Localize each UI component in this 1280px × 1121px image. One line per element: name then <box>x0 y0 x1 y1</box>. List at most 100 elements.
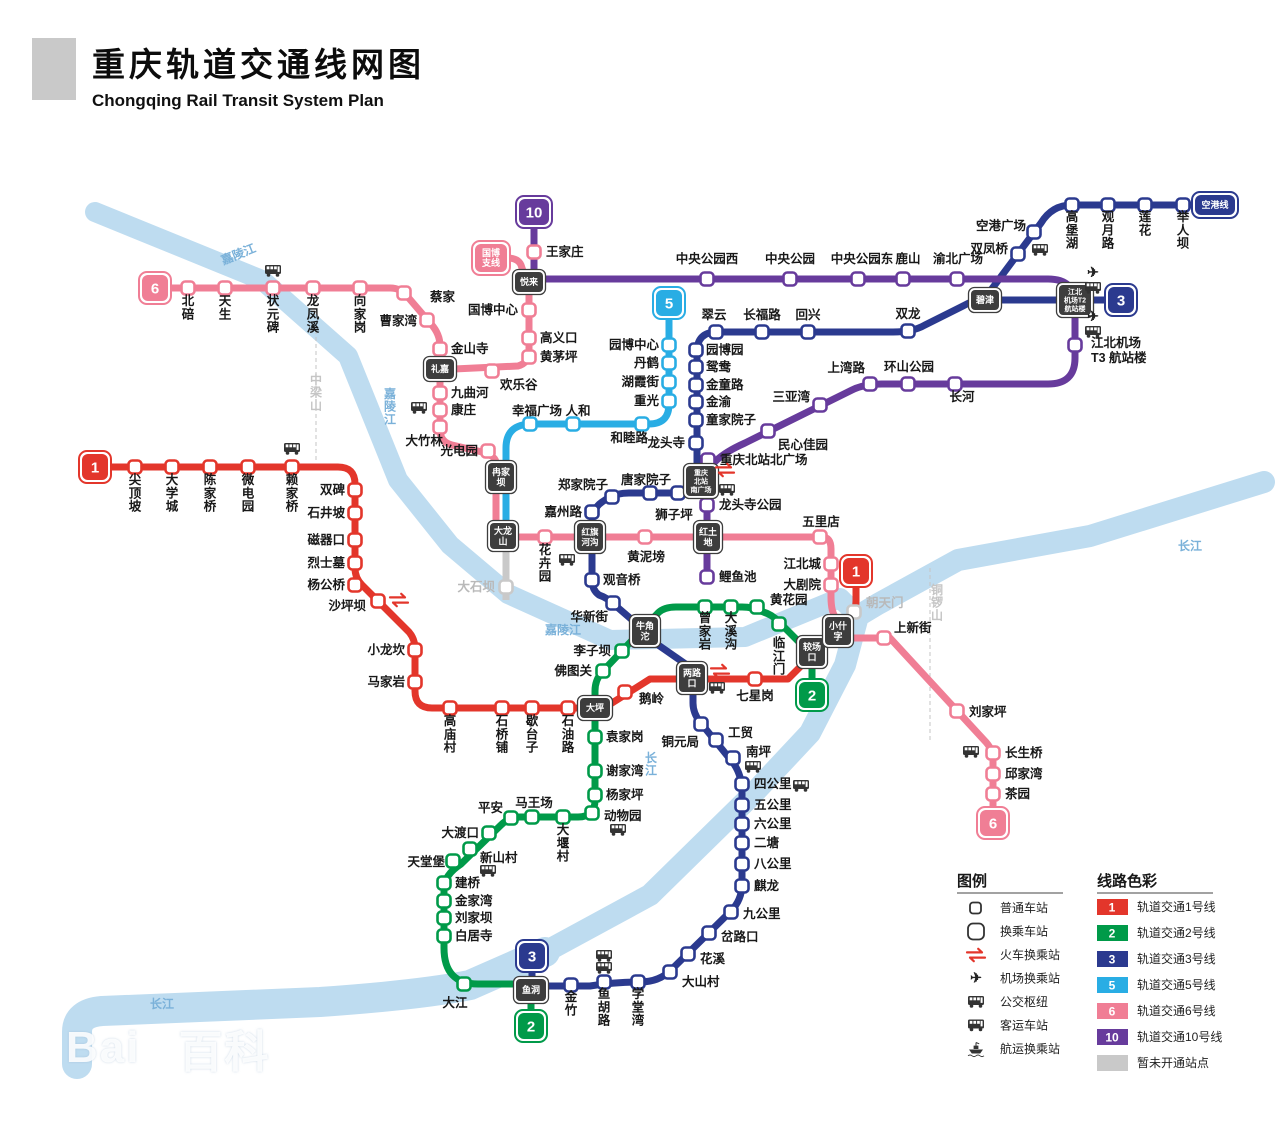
station-label: 童家院子 <box>706 412 757 427</box>
station-marker <box>812 397 828 413</box>
station-marker <box>1026 224 1042 240</box>
station-label: 高庙村 <box>444 713 457 755</box>
station-label: 佛图关 <box>553 663 592 678</box>
bus-icon <box>719 484 735 496</box>
station-marker <box>565 416 581 432</box>
station-label: 邱家湾 <box>1005 766 1043 781</box>
legend-title: 图例 <box>957 872 987 890</box>
line5-path <box>502 316 673 522</box>
line-badge-label: 空港线 <box>1201 199 1228 210</box>
station-label: 王家庄 <box>546 244 584 259</box>
station-label: 上新街 <box>894 620 932 635</box>
bus-icon <box>745 761 761 773</box>
bus-icon <box>411 402 427 414</box>
geo-label: 长江 <box>1178 538 1202 553</box>
baidu-paw-icon <box>146 1024 173 1059</box>
station-label: 刘家坝 <box>455 910 493 925</box>
station-marker <box>734 816 750 832</box>
interchange-label: 较场 <box>803 641 821 652</box>
line-color-chip <box>1097 1055 1128 1071</box>
line-color-number: 3 <box>1109 953 1116 967</box>
interchange-label: 江北 <box>1068 287 1082 296</box>
station-marker <box>699 569 715 585</box>
station-marker <box>432 385 448 401</box>
interchange-label: 沱 <box>640 630 649 641</box>
station-marker <box>522 416 538 432</box>
interchange-label: 小什 <box>828 620 847 631</box>
river-yangtze-lower <box>62 937 560 1079</box>
station-label: 幸福广场 <box>512 403 562 418</box>
station-label: 石油路 <box>561 714 575 755</box>
ship-icon <box>967 1042 985 1058</box>
interchange-boxes: 礼嘉悦来冉家坝大龙山红旗河沟红土地重庆北站南广场碧津江北机场T2航站楼牛角沱大坪… <box>422 268 1095 1005</box>
station-marker <box>560 700 576 716</box>
station-marker <box>217 280 233 296</box>
geo-label: 铜锣山 <box>931 582 943 622</box>
station-label: 中央公园西 <box>676 251 739 266</box>
line-badge <box>82 454 108 480</box>
legend-label: 轨道交通5号线 <box>1137 977 1216 992</box>
legend-label: 客运车站 <box>1000 1018 1048 1033</box>
line-badge-label: 3 <box>528 948 536 965</box>
station-marker <box>164 459 180 475</box>
bus-icon <box>284 443 300 455</box>
station-label: 曹家湾 <box>379 313 417 328</box>
station-label: 南坪 <box>746 744 772 759</box>
interchange-box <box>686 466 716 496</box>
station-marker <box>584 805 600 821</box>
legend-label: 轨道交通6号线 <box>1137 1003 1216 1018</box>
station-marker <box>432 419 448 435</box>
watermark: Bai 百科 <box>66 1016 270 1080</box>
station-label: 中央公园 <box>765 251 815 266</box>
station-label: 回兴 <box>795 307 821 322</box>
station-label: 石井坡 <box>306 505 345 520</box>
interchange-label: 大坪 <box>586 702 604 713</box>
station-label: 石桥铺 <box>495 714 509 755</box>
station-marker <box>419 312 435 328</box>
interchange-label: 机场T2 <box>1064 296 1086 305</box>
station-label: 岔路口 <box>720 929 759 944</box>
station-marker <box>436 893 452 909</box>
interchange-label: 口 <box>807 652 816 662</box>
station-marker <box>480 443 496 459</box>
station-marker <box>642 485 658 501</box>
station-label: 二塘 <box>754 835 780 850</box>
station-label: 鹿山 <box>895 251 920 266</box>
station-label: 七星岗 <box>736 688 774 703</box>
station-label: 龙凤溪 <box>306 293 320 335</box>
line-badge <box>1108 287 1134 313</box>
bus-icon <box>968 1019 984 1032</box>
station-marker <box>680 946 696 962</box>
legend-label: 普通车站 <box>1000 900 1048 915</box>
station-marker <box>524 809 540 825</box>
station-marker <box>823 577 839 593</box>
geo-label: 嘉陵江 <box>544 622 581 637</box>
station-marker <box>432 402 448 418</box>
station-marker <box>782 271 798 287</box>
line-badge <box>656 290 682 316</box>
interchange-label: 红旗 <box>581 527 599 537</box>
station-marker <box>521 349 537 365</box>
station-label: 天堂堡 <box>407 854 445 869</box>
line-color-number: 2 <box>1109 927 1116 941</box>
legend-title: 线路色彩 <box>1097 872 1157 890</box>
interchange-label: 牛角 <box>636 620 654 631</box>
line-badge-label: 6 <box>151 280 159 297</box>
line-color-chip <box>1097 951 1128 967</box>
station-marker <box>1010 246 1026 262</box>
station-marker <box>1137 197 1153 213</box>
station-marker <box>734 878 750 894</box>
interchange-box <box>516 979 546 1001</box>
station-marker <box>202 459 218 475</box>
station-marker <box>537 529 553 545</box>
station-marker <box>723 904 739 920</box>
line-color-number: 1 <box>1109 901 1116 915</box>
legend-label: 暂未开通站点 <box>1137 1056 1209 1070</box>
station-marker <box>900 323 916 339</box>
station-label: 华新街 <box>570 609 608 624</box>
station-marker <box>697 599 713 615</box>
bus-icon <box>1032 244 1048 256</box>
station-label: 铜元局 <box>661 734 699 749</box>
station-marker <box>462 841 478 857</box>
